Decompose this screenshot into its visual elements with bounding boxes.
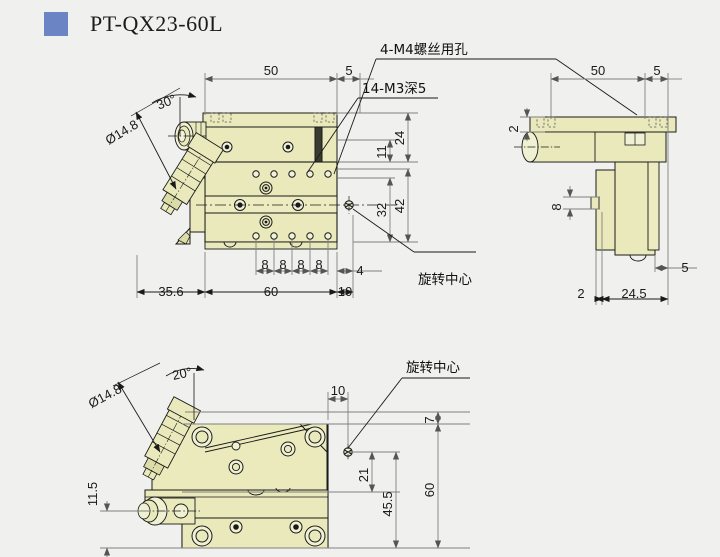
page-title: PT-QX23-60L (90, 11, 224, 36)
dim-front-32: 32 (374, 203, 389, 217)
dim-front-pitch-1: 8 (261, 257, 268, 272)
dim-front-angle: 30° (154, 91, 178, 112)
front-micrometer-angled (160, 132, 224, 216)
front-view-dimensions (130, 73, 418, 298)
blue-square-bullet-icon (44, 12, 68, 36)
front-view-leaders (306, 58, 638, 253)
dim-side-2-bottom: 2 (577, 286, 584, 301)
dim-side-2-left: 2 (506, 125, 521, 132)
dim-front-pitch-4: 8 (315, 257, 322, 272)
note-rotation-center-plan: 旋转中心 (406, 360, 460, 376)
note-m3-holes: 14-M3深5 (362, 81, 426, 97)
plan-micrometer-horizontal (126, 496, 200, 526)
title-header: PT-QX23-60L (0, 0, 720, 48)
dim-side-8: 8 (549, 203, 564, 210)
dim-front-42: 42 (392, 199, 407, 213)
side-view-dimensions (520, 73, 697, 305)
dim-plan-angle: 20° (171, 364, 193, 383)
front-m3-hole-row-top (252, 170, 332, 178)
front-rotation-center-mark (344, 196, 354, 214)
dim-front-4: 4 (356, 263, 363, 278)
dim-plan-60: 60 (422, 483, 437, 497)
front-micrometer-horizontal (168, 121, 207, 151)
dimension-labels: 50 5 Ø14.8 30° 24 11 42 32 35.6 60 10 4 … (85, 63, 689, 517)
dim-front-50: 50 (264, 63, 278, 78)
dim-plan-45-5: 45.5 (380, 491, 395, 516)
front-m3-hole-row-bottom (252, 232, 332, 240)
dim-front-24: 24 (392, 131, 407, 145)
dim-plan-7: 7 (422, 416, 437, 423)
dim-front-35-6: 35.6 (158, 284, 183, 299)
dim-front-10: 10 (338, 284, 352, 299)
plan-view-dimensions (100, 362, 470, 557)
dim-front-60: 60 (264, 284, 278, 299)
dim-plan-dia: Ø14.8 (86, 381, 124, 411)
dim-plan-10: 10 (331, 383, 345, 398)
side-view-geometry (514, 116, 677, 262)
dim-side-24-5: 24.5 (621, 286, 646, 301)
dim-plan-11-5: 11.5 (85, 482, 100, 506)
plan-micrometer-angled (142, 396, 202, 481)
dim-front-11: 11 (374, 145, 389, 159)
dim-front-5: 5 (345, 63, 352, 78)
dim-front-dia: Ø14.8 (103, 117, 141, 148)
plan-rotation-center-mark (343, 444, 353, 461)
plan-view-geometry (126, 396, 353, 549)
dim-plan-21: 21 (356, 468, 371, 482)
annotation-notes: 4-M4螺丝用孔 14-M3深5 旋转中心 旋转中心 (362, 42, 472, 376)
dim-front-pitch-2: 8 (279, 257, 286, 272)
dim-side-50: 50 (591, 63, 605, 78)
note-rotation-center-front: 旋转中心 (418, 272, 472, 288)
dim-side-5: 5 (653, 63, 660, 78)
dim-side-5-right: 5 (681, 260, 688, 275)
front-view-geometry (160, 112, 400, 250)
front-screw-heads (221, 141, 304, 229)
dim-front-pitch-3: 8 (297, 257, 304, 272)
